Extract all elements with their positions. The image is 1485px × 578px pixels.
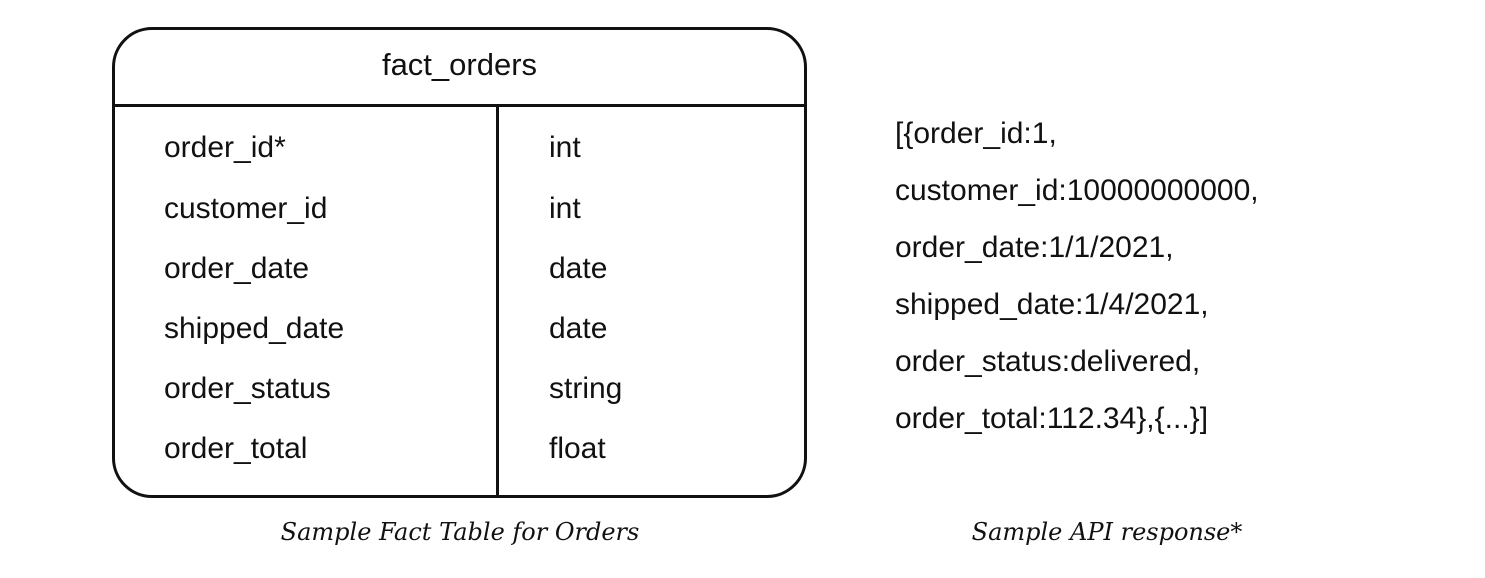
field-type: int [549, 131, 581, 164]
api-line: order_status:delivered, [895, 345, 1201, 378]
field-name: shipped_date [164, 312, 345, 345]
field-type: int [549, 192, 581, 225]
api-line: customer_id:10000000000, [895, 174, 1259, 207]
field-type: date [549, 312, 608, 345]
field-name: order_id* [164, 131, 286, 164]
table-caption: Sample Fact Table for Orders [280, 518, 640, 546]
field-name: customer_id [164, 192, 328, 225]
field-type: date [549, 252, 608, 285]
field-type: float [549, 432, 606, 465]
field-name: order_status [164, 372, 331, 405]
api-line: shipped_date:1/4/2021, [895, 288, 1209, 321]
fact-table-box: fact_orders order_id* int customer_id in… [112, 27, 807, 498]
table-title: fact_orders [115, 30, 804, 107]
api-line: order_date:1/1/2021, [895, 231, 1174, 264]
api-line: order_total:112.34},{...}] [895, 402, 1209, 435]
field-type: string [549, 372, 623, 405]
field-name: order_date [164, 252, 310, 285]
column-divider [496, 107, 499, 495]
api-line: [{order_id:1, [895, 117, 1057, 150]
api-caption: Sample API response* [971, 518, 1243, 546]
field-name: order_total [164, 432, 308, 465]
